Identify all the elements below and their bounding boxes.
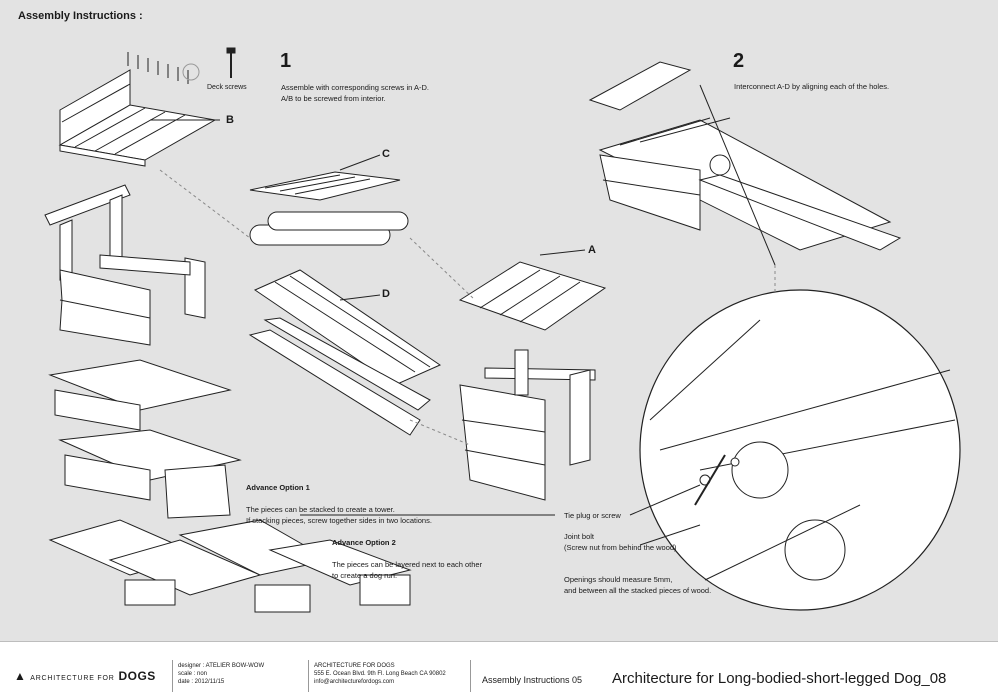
option-2-title: Advance Option 2 (332, 538, 396, 547)
assembly-illustration (44, 47, 961, 613)
dog-run-option-drawing (48, 519, 412, 613)
option-1-text: The pieces can be stacked to create a to… (246, 505, 432, 525)
instruction-sheet: Assembly Instructions : (18, 10, 961, 613)
logo-strong-text: DOGS (118, 669, 156, 683)
step-2-number: 2 (733, 50, 745, 72)
advance-option-2: Advance Option 2 The pieces can be layer… (332, 526, 482, 592)
joint-bolt-callout: Joint bolt (Screw nut from behind the wo… (564, 532, 677, 552)
step-1-text: Assemble with corresponding screws in A-… (281, 83, 429, 103)
assembled-ramp-drawing (588, 61, 902, 251)
right-chair-base-drawing (459, 349, 596, 501)
designer-info: designer : ATELIER BOW-WOW scale : non d… (178, 663, 265, 685)
part-a-label: A (588, 244, 596, 256)
option-1-title: Advance Option 1 (246, 483, 310, 492)
tower-option-drawing (48, 359, 242, 519)
address-info: ARCHITECTURE FOR DOGS 555 E. Ocean Blvd.… (314, 663, 446, 685)
part-d-label: D (382, 288, 390, 300)
detail-magnifier-drawing (639, 289, 961, 611)
part-d-drawing (248, 269, 442, 436)
logo-text: ARCHITECTURE FOR (30, 675, 115, 682)
footer-divider (172, 660, 173, 692)
part-b-label: B (226, 114, 234, 126)
logo: ▲ ARCHITECTURE FOR DOGS (14, 669, 156, 683)
option-2-text: The pieces can be layered next to each o… (332, 560, 483, 580)
part-b-drawing (58, 69, 217, 167)
part-a-drawing (458, 261, 607, 331)
step-1-number: 1 (280, 50, 292, 72)
part-c-label: C (382, 148, 390, 160)
advance-option-1: Advance Option 1 The pieces can be stack… (246, 471, 432, 537)
screws-icon (127, 47, 236, 84)
page-title: Assembly Instructions : (18, 10, 143, 22)
logo-a-icon: ▲ (14, 669, 27, 683)
deck-screws-label: Deck screws (207, 84, 247, 91)
part-c-drawing (249, 171, 409, 246)
footer-divider (470, 660, 471, 692)
left-chair-base-drawing (44, 184, 206, 346)
openings-callout: Openings should measure 5mm, and between… (564, 575, 712, 595)
step-2-text: Interconnect A-D by aligning each of the… (734, 82, 890, 91)
footer-main-title: Architecture for Long-bodied-short-legge… (612, 670, 947, 687)
footer-subtitle: Assembly Instructions 05 (482, 675, 583, 685)
footer-divider (308, 660, 309, 692)
footer-bar: ▲ ARCHITECTURE FOR DOGS designer : ATELI… (0, 641, 998, 696)
tie-plug-callout: Tie plug or screw (564, 511, 621, 520)
